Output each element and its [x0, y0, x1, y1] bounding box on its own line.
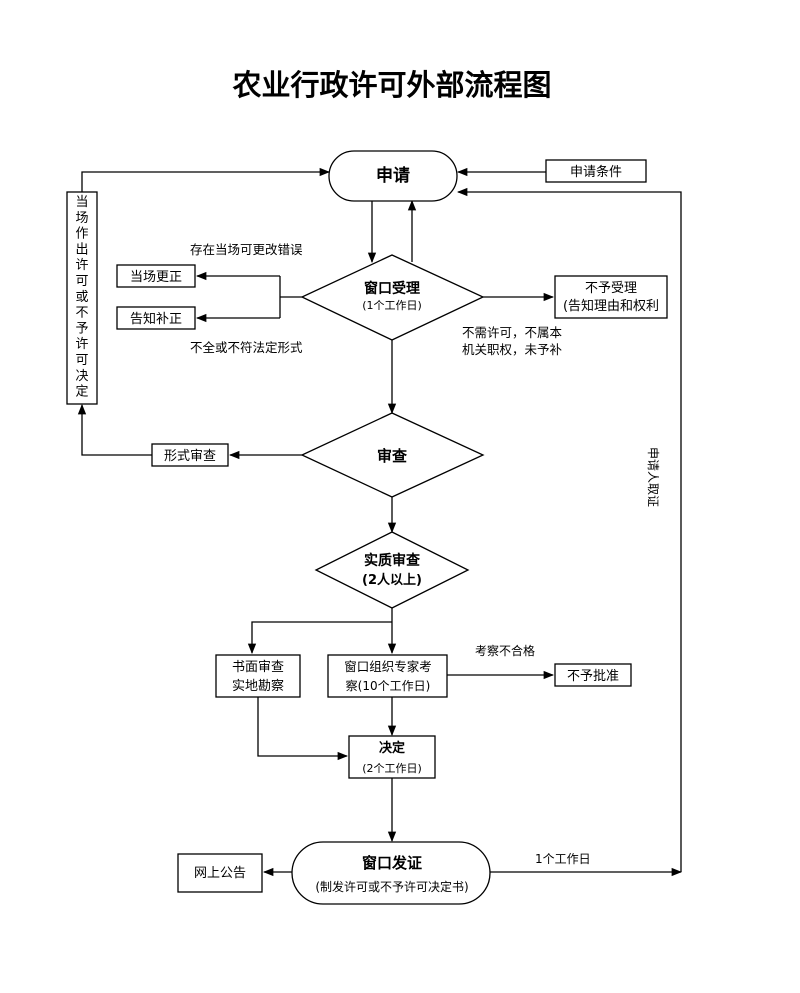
node-reject-accept-label-2: (告知理由和权利 — [563, 298, 659, 314]
node-window-accept-sub: (1个工作日) — [362, 299, 422, 312]
annotation-applicant-receives: 申请人取证 — [646, 447, 660, 507]
page-title: 农业行政许可外部流程图 — [231, 68, 551, 102]
node-formal-review — [151, 443, 229, 467]
onsite-decision-char: 作 — [75, 227, 88, 242]
node-apply-conditions-label: 申请条件 — [570, 164, 622, 180]
node-decision-sub: (2个工作日) — [362, 762, 422, 775]
arrow-to-written-review — [247, 621, 392, 655]
node-review — [300, 412, 485, 498]
annotation-inspection-failed: 考察不合格 — [475, 643, 535, 658]
node-written-review — [215, 654, 301, 698]
node-expert-review-label-2: 察(10个工作日) — [346, 679, 431, 693]
node-issue-certificate-sub: (制发许可或不予许可决定书) — [315, 879, 468, 894]
node-apply — [328, 150, 458, 202]
onsite-decision-char: 可 — [75, 274, 88, 289]
node-decision-label: 决定 — [379, 740, 405, 756]
onsite-decision-char: 予 — [75, 321, 88, 336]
node-notify-supplement — [116, 306, 196, 330]
node-written-review-label-2: 实地勘察 — [232, 679, 284, 694]
connectors — [77, 167, 683, 877]
node-issue-certificate — [291, 841, 491, 905]
onsite-decision-char: 出 — [75, 242, 88, 257]
node-online-notice-label: 网上公告 — [194, 866, 246, 881]
node-window-accept-label: 窗口受理 — [364, 280, 420, 297]
node-expert-review — [327, 654, 448, 698]
annotation-no-permit-1: 不需许可，不属本 — [462, 325, 563, 340]
node-expert-review-label-1: 窗口组织专家考 — [344, 659, 432, 674]
onsite-decision-char: 不 — [75, 306, 88, 321]
node-decision — [348, 735, 436, 779]
node-issue-certificate-label: 窗口发证 — [362, 854, 422, 872]
node-apply-label: 申请 — [376, 165, 410, 186]
node-online-notice — [177, 853, 263, 893]
node-review-label: 审查 — [377, 447, 408, 465]
node-reject-accept — [554, 275, 668, 319]
node-formal-review-label: 形式审查 — [164, 449, 216, 464]
onsite-decision-char: 许 — [75, 258, 88, 273]
node-reject-approve — [554, 663, 632, 687]
onsite-decision-char: 场 — [75, 211, 88, 226]
annotation-incomplete: 不全或不符法定形式 — [190, 340, 303, 355]
annotation-one-workday: 1个工作日 — [535, 852, 591, 866]
node-substantive-review-label: 实质审查 — [364, 552, 421, 569]
node-correct-on-site — [116, 264, 196, 288]
onsite-decision-char: 或 — [75, 290, 88, 305]
annotation-no-permit-2: 机关职权，未予补 — [462, 342, 563, 357]
onsite-decision-char: 许 — [75, 337, 88, 352]
arrow-right-to-apply — [456, 187, 682, 872]
node-apply-conditions — [545, 159, 647, 183]
node-notify-supplement-label: 告知补正 — [130, 311, 182, 327]
onsite-decision-char: 可 — [75, 353, 88, 368]
node-reject-approve-label: 不予批准 — [567, 669, 619, 684]
onsite-decision-char: 决 — [75, 369, 88, 384]
node-reject-accept-label-1: 不予受理 — [585, 281, 637, 296]
node-substantive-review-sub: (2人以上) — [362, 572, 422, 588]
node-window-accept — [300, 254, 485, 341]
node-substantive-review — [314, 531, 470, 609]
onsite-decision-char: 当 — [75, 195, 88, 210]
node-correct-on-site-label: 当场更正 — [130, 270, 182, 285]
arrow-written-to-decision — [257, 697, 349, 761]
arrow-formal-to-onsite — [77, 403, 152, 456]
node-written-review-label-1: 书面审查 — [232, 660, 284, 675]
annotation-errors-correctable: 存在当场可更改错误 — [190, 242, 303, 257]
arrow-onsite-to-apply — [81, 167, 331, 192]
node-onsite-decision — [66, 191, 98, 405]
onsite-decision-char: 定 — [75, 385, 88, 400]
